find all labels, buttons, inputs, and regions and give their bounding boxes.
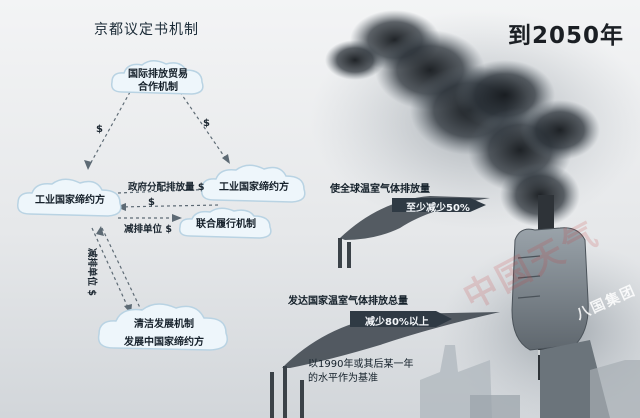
- cloud-intl-trade: 国际排放贸易 合作机制: [108, 58, 208, 100]
- dollar-left-diagonal: $: [96, 124, 103, 135]
- dollar-middle: $: [148, 197, 155, 208]
- developed-emission-label: 发达国家温室气体排放总量: [288, 296, 408, 307]
- banner-global: [392, 198, 486, 212]
- global-emission-banner: 至少减少50%: [406, 203, 470, 214]
- cloud-cdm: 清洁发展机制 发展中国家缔约方: [94, 300, 234, 356]
- node-joint-impl: 联合履行机制: [196, 219, 256, 230]
- developed-emission-banner: 减少80%以上: [365, 317, 429, 328]
- cloud-annex-right: 工业国家缔约方: [198, 162, 310, 208]
- flow-reduction-unit: 减排单位 $: [124, 224, 172, 235]
- year-title: 到2050年: [507, 23, 624, 49]
- node-cdm: 清洁发展机制: [134, 319, 194, 330]
- dollar-right-diagonal: $: [203, 118, 210, 129]
- flow-gov-allocation: 政府分配排放量 $: [128, 182, 205, 193]
- cloud-joint-impl: 联合履行机制: [176, 206, 276, 242]
- flow-vertical-reduction-unit: 减排单位 $: [86, 248, 97, 296]
- banner-developed: [350, 311, 452, 327]
- node-intl-trade-line2: 合作机制: [138, 82, 178, 93]
- global-emission-label: 使全球温室气体排放量: [330, 184, 430, 195]
- mechanism-arrows: [87, 91, 229, 313]
- node-annex-left: 工业国家缔约方: [35, 195, 105, 206]
- cloud-annex-left: 工业国家缔约方: [14, 176, 126, 222]
- fist-illustration: [511, 227, 589, 351]
- node-intl-trade-line1: 国际排放贸易: [128, 69, 188, 80]
- node-developing: 发展中国家缔约方: [124, 337, 204, 348]
- baseline-note: 以1990年或其后某一年 的水平作为基准: [308, 359, 414, 384]
- page-title: 京都议定书机制: [94, 22, 199, 38]
- node-annex-right: 工业国家缔约方: [219, 182, 289, 193]
